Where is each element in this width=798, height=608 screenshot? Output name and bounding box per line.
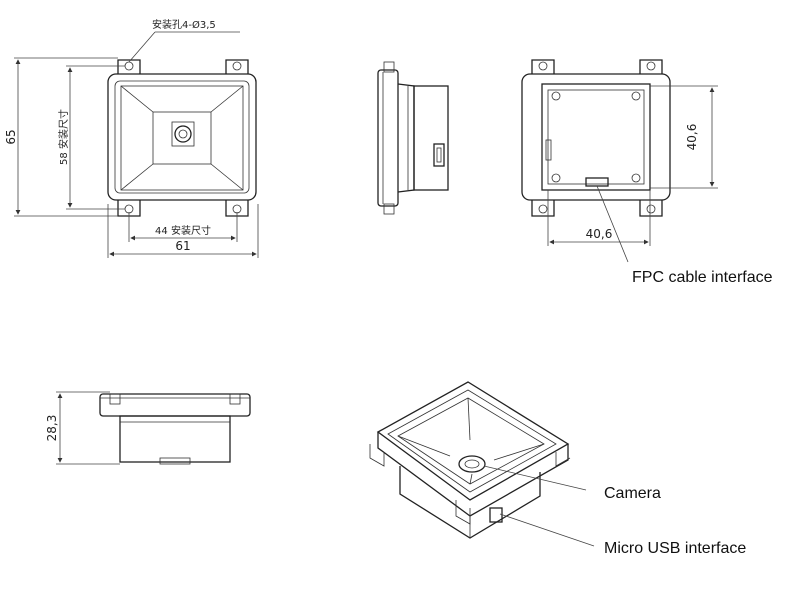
overall-width-label: 61 [175, 239, 190, 253]
mount-ear-tr [225, 59, 249, 74]
bottom-height-label: 28,3 [45, 415, 59, 442]
iso-camera-icon [458, 455, 486, 473]
back-mount-ear-bl [531, 200, 555, 217]
back-view: 40,6 40,6 [521, 59, 718, 263]
front-view: 安装孔4-Ø3,5 65 58 安装尺寸 44 安装尺寸 61 [4, 18, 259, 258]
back-mount-ear-tl [531, 59, 555, 74]
camera-callout: Camera [604, 485, 661, 502]
back-height-label: 40,6 [685, 124, 699, 151]
mount-hole-note: 安装孔4-Ø3,5 [152, 18, 216, 31]
mount-width-label: 44 安装尺寸 [155, 224, 211, 237]
usb-callout: Micro USB interface [604, 540, 746, 557]
back-mount-ear-tr [639, 59, 663, 74]
fpc-callout: FPC cable interface [632, 269, 773, 286]
isometric-view [369, 381, 595, 547]
bottom-view: 28,3 [45, 391, 251, 465]
back-width-label: 40,6 [586, 227, 613, 241]
side-usb-port-icon [433, 143, 445, 167]
mount-ear-tl [117, 59, 141, 74]
front-camera-icon [171, 121, 195, 147]
mount-height-label: 58 安装尺寸 [57, 109, 70, 165]
side-view [377, 61, 449, 215]
back-mount-ear-br [639, 200, 663, 217]
fpc-connector-icon [585, 177, 609, 187]
overall-height-label: 65 [4, 129, 18, 144]
